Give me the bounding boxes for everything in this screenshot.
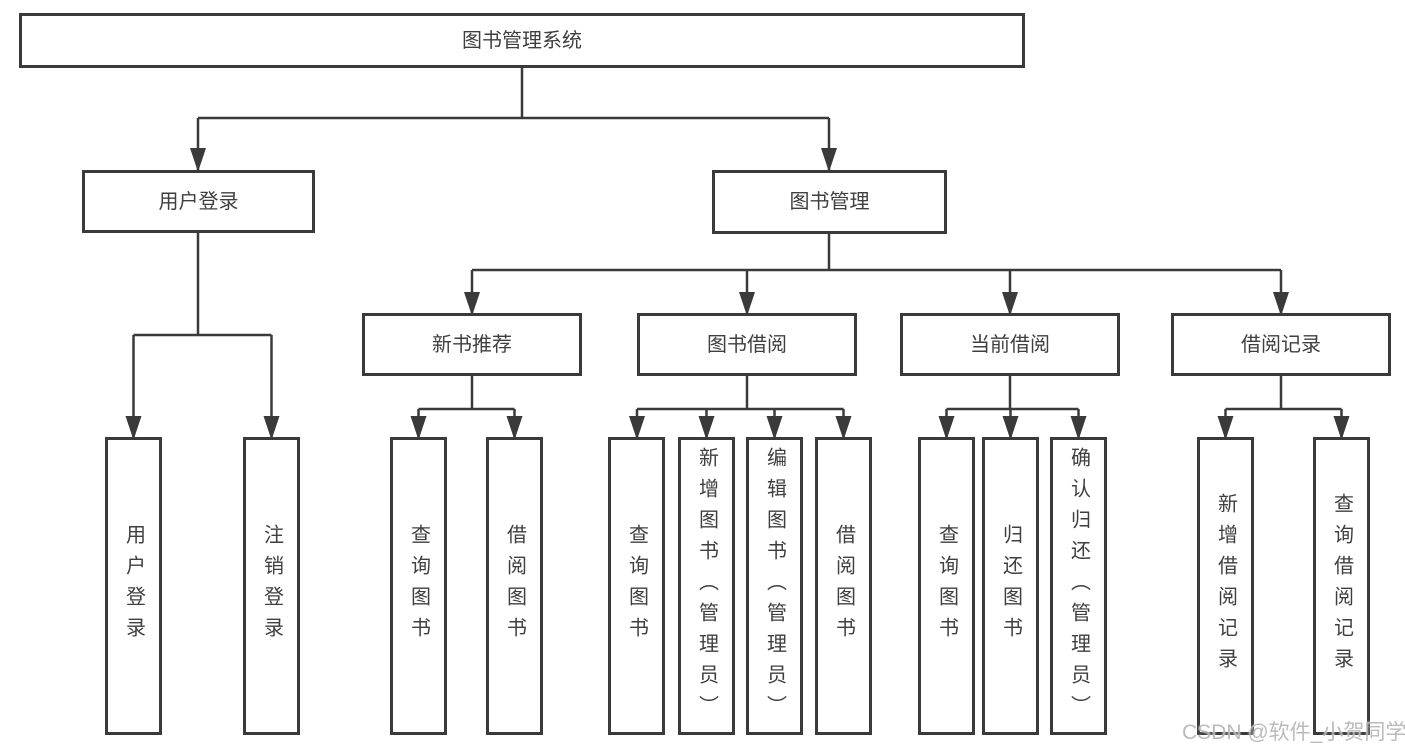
node-leaf-query-borrow-record: 查询借阅记录 — [1313, 437, 1370, 735]
node-leaf-logout: 注销登录 — [243, 437, 300, 735]
node-label: 注销登录 — [260, 524, 283, 648]
node-label: 借阅图书 — [503, 524, 526, 648]
node-label: 图书管理系统 — [462, 29, 582, 52]
node-label: 新增图书（管理员） — [695, 446, 718, 726]
connector-root-to-level2 — [190, 68, 837, 172]
connector-borrow-records-children — [1217, 376, 1350, 440]
node-leaf-add-books-admin: 新增图书（管理员） — [678, 437, 735, 735]
node-root-library-system: 图书管理系统 — [19, 13, 1025, 68]
node-label: 用户登录 — [158, 190, 239, 213]
connector-book-borrow-children — [629, 376, 852, 440]
node-leaf-confirm-return-admin: 确认归还（管理员） — [1050, 437, 1107, 735]
node-book-borrowing: 图书借阅 — [637, 313, 857, 376]
node-leaf-borrow-books-2: 借阅图书 — [815, 437, 872, 735]
node-leaf-user-login: 用户登录 — [105, 437, 162, 735]
node-label: 查询图书 — [935, 524, 958, 648]
node-current-borrowing: 当前借阅 — [900, 313, 1120, 376]
node-leaf-return-books: 归还图书 — [982, 437, 1039, 735]
node-label: 查询图书 — [407, 524, 430, 648]
node-label: 图书管理 — [789, 191, 870, 213]
node-new-book-recommend: 新书推荐 — [362, 313, 582, 376]
node-leaf-query-books-2: 查询图书 — [608, 437, 665, 735]
node-label: 确认归还（管理员） — [1067, 446, 1090, 726]
connector-new-book-rec-children — [410, 376, 523, 440]
node-label: 查询图书 — [625, 524, 648, 648]
node-label: 新书推荐 — [432, 333, 512, 356]
node-leaf-add-borrow-record: 新增借阅记录 — [1197, 437, 1254, 735]
node-label: 新增借阅记录 — [1214, 493, 1237, 679]
node-borrowing-records: 借阅记录 — [1171, 313, 1391, 376]
node-label: 图书借阅 — [707, 333, 787, 356]
node-label: 借阅记录 — [1241, 333, 1321, 356]
node-label: 编辑图书（管理员） — [763, 446, 786, 726]
connector-user-login-children — [125, 233, 280, 440]
node-label: 归还图书 — [999, 524, 1022, 648]
node-label: 查询借阅记录 — [1330, 493, 1353, 679]
node-label: 用户登录 — [122, 524, 145, 648]
node-leaf-edit-books-admin: 编辑图书（管理员） — [746, 437, 803, 735]
csdn-watermark: CSDN @软件_小贺同学 — [1182, 721, 1405, 744]
node-label: 当前借阅 — [970, 333, 1050, 356]
node-user-login: 用户登录 — [82, 170, 315, 233]
node-leaf-borrow-books: 借阅图书 — [486, 437, 543, 735]
node-leaf-query-books: 查询图书 — [390, 437, 447, 735]
connector-current-borrow-children — [938, 376, 1087, 440]
node-book-management: 图书管理 — [712, 170, 947, 234]
connector-book-mgmt-children — [464, 234, 1289, 316]
node-leaf-query-books-3: 查询图书 — [918, 437, 975, 735]
node-label: 借阅图书 — [832, 524, 855, 648]
